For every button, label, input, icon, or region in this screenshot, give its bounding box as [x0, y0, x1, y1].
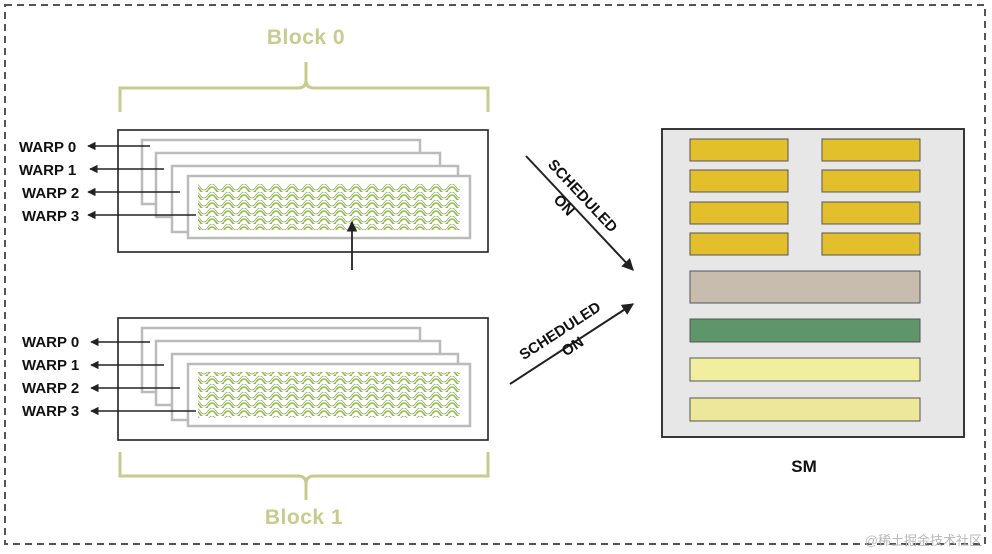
block-0: Block 0 WARP 0 WARP 1 WARP 2 WARP 3 — [19, 26, 490, 270]
outer-dashed-border — [4, 4, 986, 545]
watermark: @稀土掘金技术社区 — [865, 533, 982, 548]
sm-bar-gray — [689, 270, 921, 304]
sm-core — [821, 232, 921, 256]
sm-core — [821, 169, 921, 193]
sm-label: SM — [791, 457, 817, 476]
block-0-warp-3-label: WARP 3 — [22, 208, 79, 225]
sm-bar-green — [689, 318, 921, 343]
block-0-warp-2-label: WARP 2 — [22, 185, 79, 202]
block-0-title: Block 0 — [267, 26, 345, 49]
sm-bar-lightyellow — [689, 357, 921, 382]
block-0-brace — [118, 62, 490, 112]
block-0-warp-0-label: WARP 0 — [19, 139, 76, 156]
block-1-warp-3-label: WARP 3 — [22, 403, 79, 420]
block-1-warp-1-label: WARP 1 — [22, 357, 79, 374]
thread-waves — [198, 184, 460, 230]
scheduled-arrow-top — [525, 155, 634, 271]
sm-bar-paleyellow — [689, 397, 921, 422]
sm-core — [689, 232, 789, 256]
sm: SM — [661, 128, 965, 476]
scheduled-arrow-bottom — [509, 303, 635, 385]
block-1: WARP 0 WARP 1 WARP 2 WARP 3 Block 1 — [22, 317, 490, 529]
sm-core — [689, 138, 789, 162]
block-1-warp-0-label: WARP 0 — [22, 334, 79, 351]
block-1-title: Block 1 — [265, 506, 343, 529]
scheduled-on-bottom: SCHEDULED ON — [509, 299, 635, 385]
block-0-warp-1-label: WARP 1 — [19, 162, 76, 179]
sm-core — [689, 169, 789, 193]
block-1-warp-2-label: WARP 2 — [22, 380, 79, 397]
sm-core — [821, 138, 921, 162]
sm-core — [689, 201, 789, 225]
block-1-brace — [118, 452, 490, 500]
thread-waves — [198, 372, 460, 418]
sm-core — [821, 201, 921, 225]
scheduled-on-top: SCHEDULED ON — [525, 155, 634, 271]
